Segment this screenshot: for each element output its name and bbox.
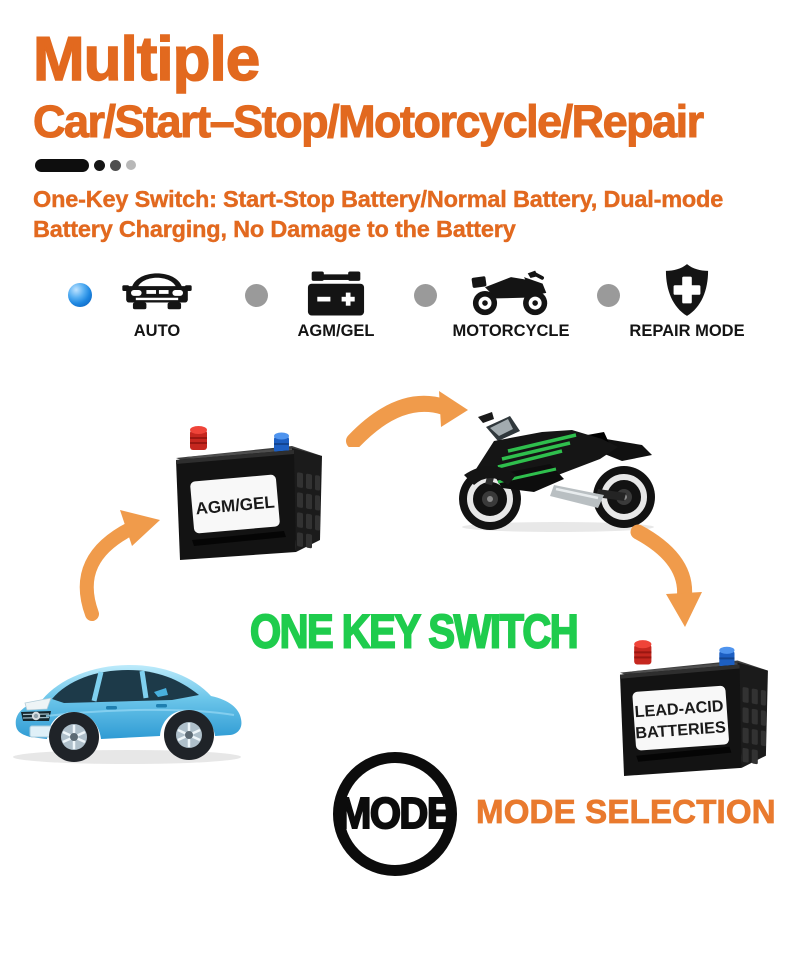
mode-button-badge: MODE bbox=[333, 752, 457, 876]
mode-label-auto: AUTO bbox=[133, 322, 181, 340]
red-terminal-icon bbox=[190, 426, 207, 450]
car-front-wheel bbox=[49, 712, 99, 762]
arrow-battery-to-motorcycle-icon bbox=[346, 391, 468, 447]
mode-label-motorcycle: MOTORCYCLE bbox=[452, 322, 570, 340]
divider-pill bbox=[35, 158, 89, 172]
mode-item-auto: AUTO bbox=[112, 261, 202, 341]
divider-dot-gray bbox=[110, 159, 121, 171]
separator-dot-icon bbox=[414, 284, 437, 307]
arrow-motorcycle-to-battery-icon bbox=[630, 524, 702, 627]
motorcycle-image bbox=[459, 412, 655, 532]
red-terminal-icon bbox=[634, 640, 652, 665]
decorative-divider bbox=[35, 158, 136, 172]
car-front-icon bbox=[122, 261, 192, 317]
separator-dot-icon bbox=[245, 284, 268, 307]
mode-button-label: MODE bbox=[337, 789, 454, 838]
mode-item-motorcycle: MOTORCYCLE bbox=[451, 261, 571, 341]
page-title: Multiple bbox=[32, 25, 261, 95]
mode-item-repair: REPAIR MODE bbox=[629, 261, 745, 341]
feature-description: One-Key Switch: Start-Stop Battery/Norma… bbox=[33, 185, 763, 245]
feature-description-line2: Battery Charging, No Damage to the Batte… bbox=[33, 215, 516, 242]
mode-selection-caption: MODE SELECTION bbox=[476, 793, 776, 831]
car-image bbox=[13, 665, 242, 764]
battery-icon bbox=[307, 261, 365, 317]
motorcycle-icon bbox=[470, 261, 552, 317]
mode-label-repair: REPAIR MODE bbox=[629, 322, 745, 340]
blue-terminal-icon bbox=[274, 432, 289, 453]
divider-dot-dark bbox=[94, 159, 105, 171]
one-key-switch-caption: ONE KEY SWITCH bbox=[249, 605, 579, 659]
blue-terminal-icon bbox=[719, 646, 735, 668]
feature-description-line1: One-Key Switch: Start-Stop Battery/Norma… bbox=[33, 186, 724, 212]
lead-acid-battery-image: LEAD-ACID BATTERIES bbox=[619, 640, 768, 776]
divider-dot-light bbox=[126, 160, 136, 170]
selector-ball-icon bbox=[68, 283, 92, 307]
arrow-car-to-battery-icon bbox=[79, 510, 160, 621]
mode-item-agm-gel: AGM/GEL bbox=[286, 261, 386, 341]
mode-label-agm-gel: AGM/GEL bbox=[297, 322, 375, 340]
agm-gel-battery-image: AGM/GEL bbox=[176, 426, 322, 560]
repair-shield-icon bbox=[664, 261, 710, 317]
car-rear-wheel bbox=[164, 710, 214, 760]
page-subtitle: Car/Start–Stop/Motorcycle/Repair bbox=[33, 96, 705, 147]
separator-dot-icon bbox=[597, 284, 620, 307]
